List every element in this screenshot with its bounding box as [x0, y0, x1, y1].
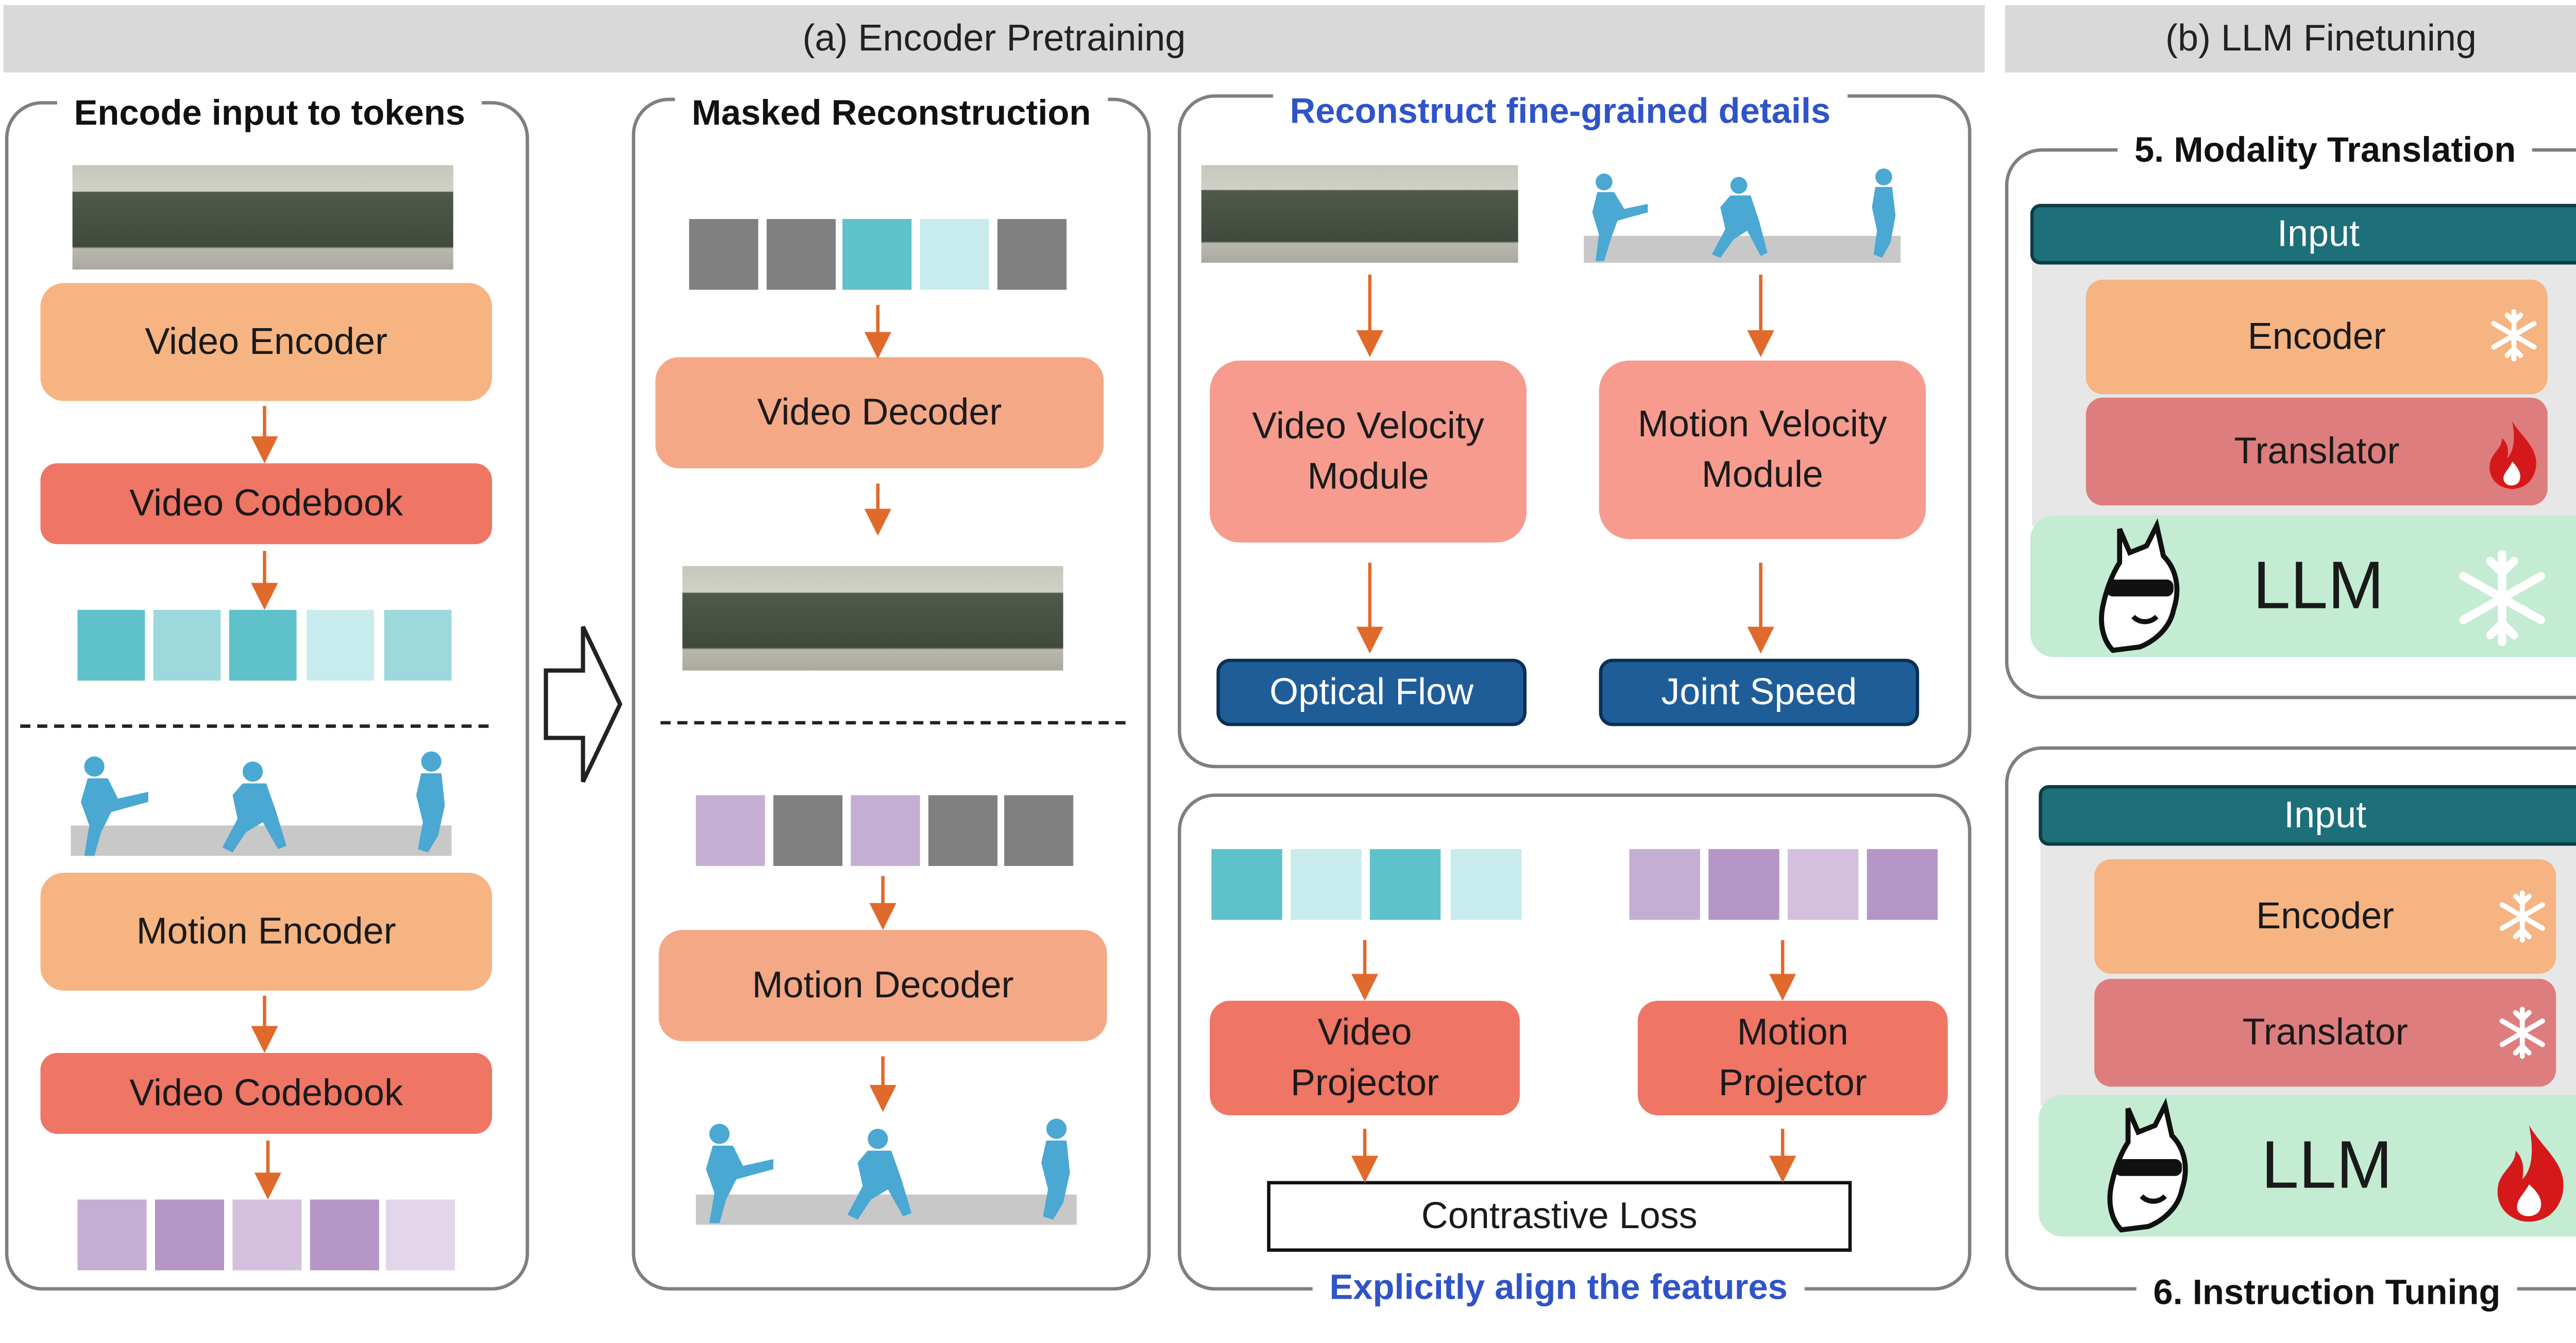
llama-icon — [2107, 1097, 2188, 1233]
motion-token — [77, 1199, 147, 1270]
section-a-title: (a) Encoder Pretraining — [802, 16, 1186, 59]
video-encoder-box: Video Encoder — [40, 283, 492, 401]
section-a-header: (a) Encoder Pretraining — [3, 5, 1985, 73]
snowflake-icon — [2459, 550, 2545, 647]
motion-token — [1708, 849, 1780, 920]
divider-dashed — [660, 721, 1126, 725]
motion-token-row — [77, 1199, 455, 1270]
masked-token — [773, 795, 843, 866]
snowflake-icon — [2499, 1007, 2545, 1059]
fine-video-image — [1201, 165, 1518, 263]
divider-dashed — [20, 724, 489, 728]
motion-token — [1629, 849, 1700, 920]
motion-figures-image — [80, 751, 445, 856]
fire-icon — [2497, 1125, 2564, 1222]
snowflake-icon — [2499, 890, 2545, 943]
masked-token — [997, 219, 1067, 290]
fine-grained-panel-title: Reconstruct fine-grained details — [1273, 91, 1848, 135]
optical-flow-box: Optical Flow — [1216, 658, 1527, 726]
video-token — [307, 609, 375, 681]
masked-token — [928, 795, 998, 866]
motion-projector-box: Motion Projector — [1637, 1000, 1948, 1116]
motion-token — [1867, 849, 1938, 920]
motion-decoder-box: Motion Decoder — [658, 930, 1107, 1042]
masked-video-token-row — [689, 219, 1067, 290]
translation-encoder-box: Encoder — [2086, 279, 2548, 395]
motion-token — [232, 1199, 302, 1270]
joint-speed-box: Joint Speed — [1599, 658, 1919, 726]
reconstructed-motion-ground — [696, 1194, 1077, 1225]
translation-panel-title: 5. Modality Translation — [2117, 129, 2533, 174]
video-token — [1450, 849, 1522, 920]
video-token — [1211, 849, 1282, 920]
alignment-panel-title: Explicitly align the features — [1312, 1267, 1805, 1311]
motion-ground — [71, 825, 452, 856]
video-token — [77, 609, 145, 681]
masked-motion-token-row — [696, 795, 1074, 866]
fine-motion-image — [1592, 168, 1896, 261]
video-frames-image — [72, 165, 453, 270]
video-decoder-box: Video Decoder — [655, 357, 1104, 469]
video-token — [153, 609, 221, 681]
translation-translator-box: Translator — [2086, 397, 2548, 506]
encode-panel-title: Encode input to tokens — [57, 92, 482, 137]
instruction-encoder-box: Encoder — [2094, 859, 2556, 974]
motion-token — [851, 795, 920, 866]
motion-encoder-box: Motion Encoder — [40, 873, 492, 991]
instruction-input-bar: Input — [2039, 785, 2576, 846]
video-token — [1369, 849, 1441, 920]
section-b-header: (b) LLM Finetuning — [2005, 5, 2576, 73]
reconstructed-motion-image — [706, 1118, 1070, 1223]
masked-token — [1004, 795, 1074, 866]
big-right-arrow — [544, 625, 623, 783]
fire-icon — [2489, 421, 2536, 489]
translation-input-bar: Input — [2030, 203, 2576, 265]
masked-token — [689, 219, 758, 290]
masked-token — [767, 219, 836, 290]
instruction-panel-title: 6. Instruction Tuning — [2136, 1272, 2518, 1316]
video-token-row — [77, 609, 455, 681]
video-token — [229, 609, 297, 681]
motion-token — [385, 1199, 455, 1270]
motion-token — [696, 795, 765, 866]
video-codebook-box: Video Codebook — [40, 463, 492, 545]
align-video-token-row — [1211, 849, 1524, 920]
contrastive-loss-box: Contrastive Loss — [1267, 1181, 1852, 1252]
video-velocity-module-box: Video Velocity Module — [1210, 360, 1527, 543]
masked-panel-title: Masked Reconstruction — [674, 92, 1108, 137]
motion-velocity-module-box: Motion Velocity Module — [1599, 360, 1926, 539]
video-projector-box: Video Projector — [1210, 1000, 1520, 1116]
align-motion-token-row — [1629, 849, 1939, 920]
reconstructed-video-image — [682, 566, 1063, 671]
video-token — [1291, 849, 1362, 920]
llama-icon — [2099, 518, 2180, 653]
motion-token — [1787, 849, 1859, 920]
fine-motion-ground — [1584, 235, 1901, 263]
motion-token — [155, 1199, 224, 1270]
instruction-translator-box: Translator — [2094, 979, 2556, 1087]
video-token — [842, 219, 912, 290]
motion-token — [310, 1199, 379, 1270]
video-token — [920, 219, 989, 290]
section-b-title: (b) LLM Finetuning — [2165, 16, 2477, 59]
snowflake-icon — [2491, 309, 2537, 362]
video-token — [384, 609, 452, 681]
motion-codebook-box: Video Codebook — [40, 1053, 492, 1134]
